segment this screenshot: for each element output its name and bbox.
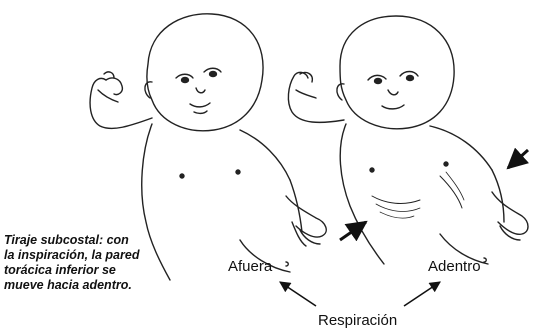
caption-line: mueve hacia adentro. bbox=[4, 278, 174, 293]
caption-line: la inspiración, la pared bbox=[4, 248, 174, 263]
caption-line: torácica inferior se bbox=[4, 263, 174, 278]
caption-line: Tiraje subcostal: con bbox=[4, 233, 174, 248]
label-breathing: Respiración bbox=[318, 312, 397, 329]
subcostal-caption: Tiraje subcostal: con la inspiración, la… bbox=[4, 233, 174, 293]
breathing-arrow-in bbox=[404, 282, 440, 306]
breathing-arrow-out bbox=[280, 282, 316, 306]
indrawing-arrow-right bbox=[508, 150, 528, 168]
label-out: Afuera bbox=[228, 258, 272, 275]
infant-right bbox=[288, 16, 528, 264]
label-in: Adentro bbox=[428, 258, 481, 275]
